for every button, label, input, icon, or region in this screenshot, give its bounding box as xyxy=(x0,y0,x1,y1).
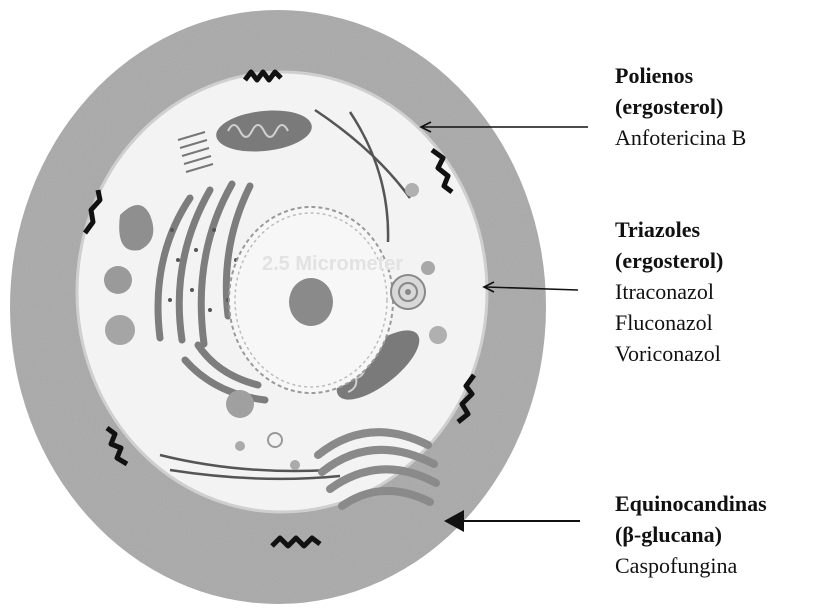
label-target: (β-glucana) xyxy=(615,519,767,550)
label-drug: Itraconazol xyxy=(615,276,723,307)
label-target: (ergosterol) xyxy=(615,245,723,276)
watermark: 2.5 Micrometer xyxy=(262,253,403,275)
label-target: (ergosterol) xyxy=(615,91,746,122)
label-equinocandinas: Equinocandinas (β-glucana) Caspofungina xyxy=(615,488,767,581)
label-title: Triazoles xyxy=(615,214,723,245)
label-drug: Fluconazol xyxy=(615,307,723,338)
nucleus xyxy=(229,207,393,393)
label-title: Polienos xyxy=(615,60,746,91)
label-drug: Caspofungina xyxy=(615,550,767,581)
label-triazoles: Triazoles (ergosterol) Itraconazol Fluco… xyxy=(615,214,723,369)
label-drug: Anfotericina B xyxy=(615,122,746,153)
label-drug: Voriconazol xyxy=(615,338,723,369)
label-title: Equinocandinas xyxy=(615,488,767,519)
nucleolus xyxy=(289,278,333,326)
label-polienos: Polienos (ergosterol) Anfotericina B xyxy=(615,60,746,153)
